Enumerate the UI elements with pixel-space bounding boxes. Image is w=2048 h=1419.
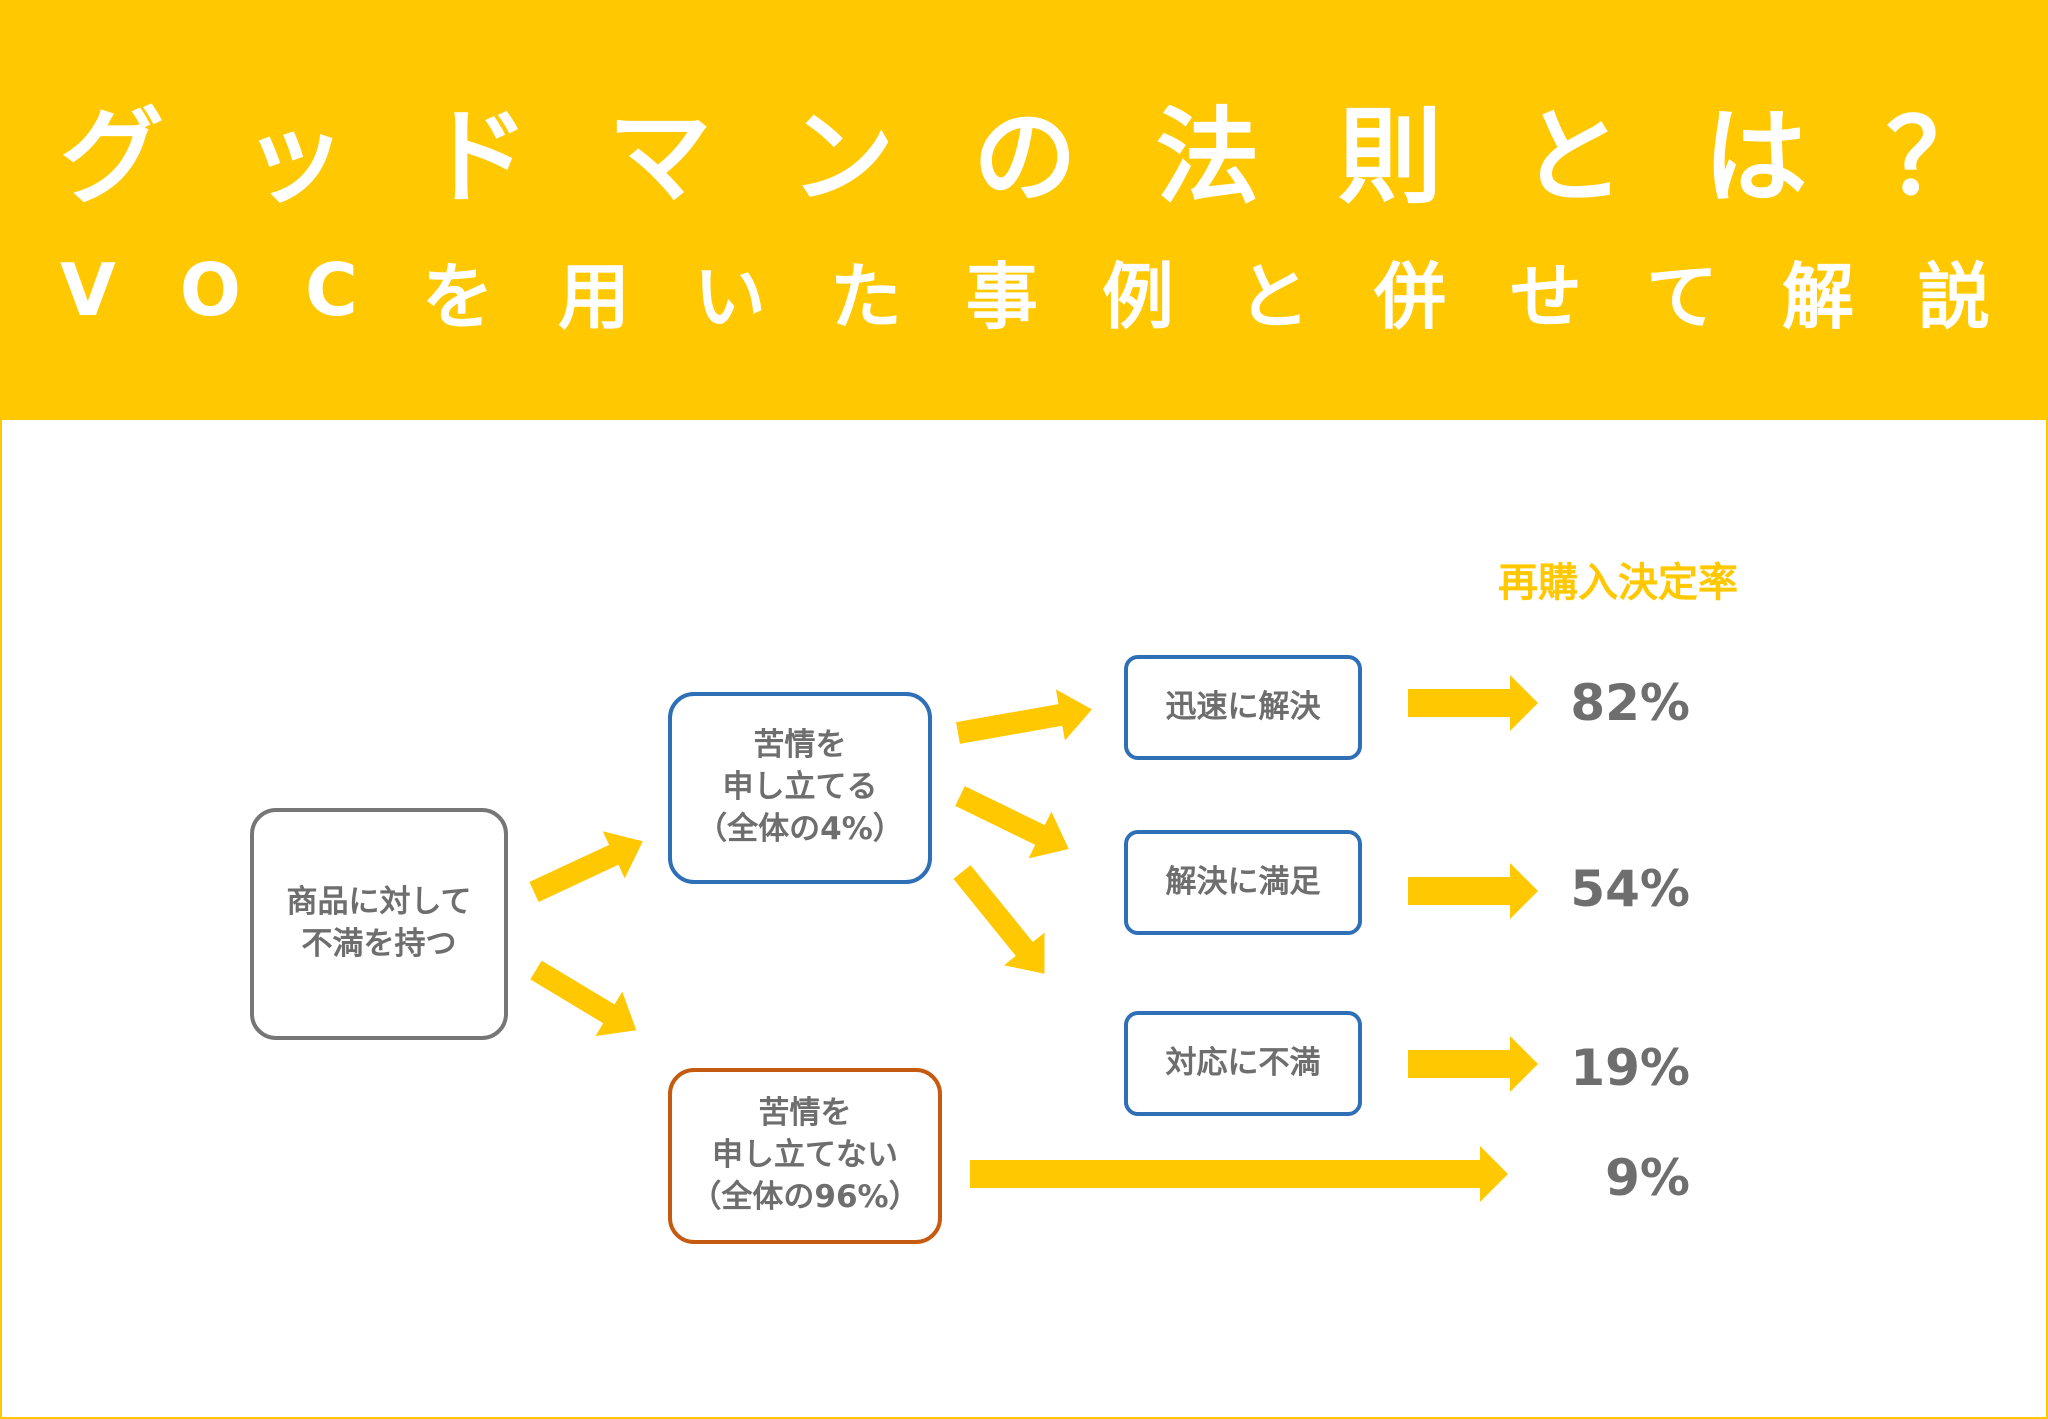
outcome-box-3: 対応に不満 — [1124, 1011, 1362, 1116]
arrow-outcome3-to-rate — [1408, 1036, 1538, 1092]
outcome-box-2: 解決に満足 — [1124, 830, 1362, 935]
subtitle-char: O — [179, 248, 241, 332]
subtitle-char: い — [693, 254, 766, 339]
main-title-char: ド — [425, 95, 530, 218]
complain-line: （全体の4%） — [696, 810, 904, 847]
complain-box: 苦情を 申し立てる （全体の4%） — [668, 692, 932, 884]
subtitle-char: と — [1237, 254, 1310, 339]
main-title-char: グ — [60, 95, 165, 218]
arrow-no-complain-to-rate — [970, 1146, 1508, 1202]
root-line: 不満を持つ — [301, 926, 457, 962]
main-title-char: マ — [607, 95, 712, 218]
arrow-complain-to-outcome3 — [953, 865, 1045, 974]
arrow-complain-to-outcome2 — [955, 786, 1069, 859]
rate-value-no-complain: 9% — [1605, 1149, 1690, 1207]
main-title-char: の — [972, 95, 1077, 218]
arrow-root-to-complain — [529, 831, 643, 902]
no-complain-line: 申し立てない — [712, 1137, 898, 1174]
subtitle-char: V — [60, 248, 116, 332]
outcome-label: 解決に満足 — [1165, 863, 1321, 900]
subtitle-char: を — [421, 254, 494, 339]
rate-header: 再購入決定率 — [1498, 560, 1738, 606]
outcome-box-1: 迅速に解決 — [1124, 655, 1362, 760]
subtitle: V O C を 用 い た 事 例 と 併 せ て 解 説 — [60, 245, 1990, 339]
complain-line: 苦情を — [753, 727, 847, 764]
no-complain-box: 苦情を 申し立てない （全体の96%） — [668, 1068, 942, 1244]
subtitle-char: て — [1645, 254, 1718, 339]
subtitle-char: 用 — [557, 254, 630, 339]
arrow-complain-to-outcome1 — [956, 689, 1092, 744]
arrow-outcome2-to-rate — [1408, 863, 1538, 919]
title-banner: グ ッ ド マ ン の 法 則 と は ？ V O C を 用 い た 事 例 … — [0, 0, 2048, 420]
main-title-char: 則 — [1338, 95, 1443, 218]
subtitle-char: 事 — [965, 254, 1038, 339]
main-title-char: ン — [790, 95, 895, 218]
outcome-label: 迅速に解決 — [1165, 688, 1321, 725]
subtitle-char: た — [829, 254, 902, 339]
rate-value-2: 54% — [1570, 860, 1690, 918]
root-line: 商品に対して — [286, 884, 472, 921]
subtitle-char: 併 — [1373, 254, 1446, 339]
main-title-char: 法 — [1155, 95, 1260, 218]
arrow-outcome1-to-rate — [1408, 675, 1538, 731]
no-complain-line: （全体の96%） — [690, 1178, 920, 1215]
complain-line: 申し立てる — [722, 769, 878, 806]
subtitle-char: せ — [1509, 254, 1582, 339]
rate-value-3: 19% — [1570, 1039, 1690, 1097]
subtitle-char: C — [304, 248, 358, 332]
subtitle-char: 説 — [1917, 254, 1990, 339]
subtitle-char: 例 — [1101, 254, 1174, 339]
arrow-root-to-no-complain — [530, 960, 637, 1037]
subtitle-char: 解 — [1781, 254, 1854, 339]
root-box: 商品に対して 不満を持つ — [250, 808, 508, 1040]
rate-value-1: 82% — [1570, 674, 1690, 732]
no-complain-line: 苦情を — [758, 1095, 852, 1132]
main-title-char: は — [1703, 95, 1808, 218]
outcome-label: 対応に不満 — [1165, 1044, 1321, 1081]
main-title-char: ッ — [242, 95, 347, 218]
main-title-char: と — [1520, 95, 1625, 218]
main-title-char: ？ — [1885, 95, 1990, 218]
main-title: グ ッ ド マ ン の 法 則 と は ？ — [60, 92, 1990, 218]
